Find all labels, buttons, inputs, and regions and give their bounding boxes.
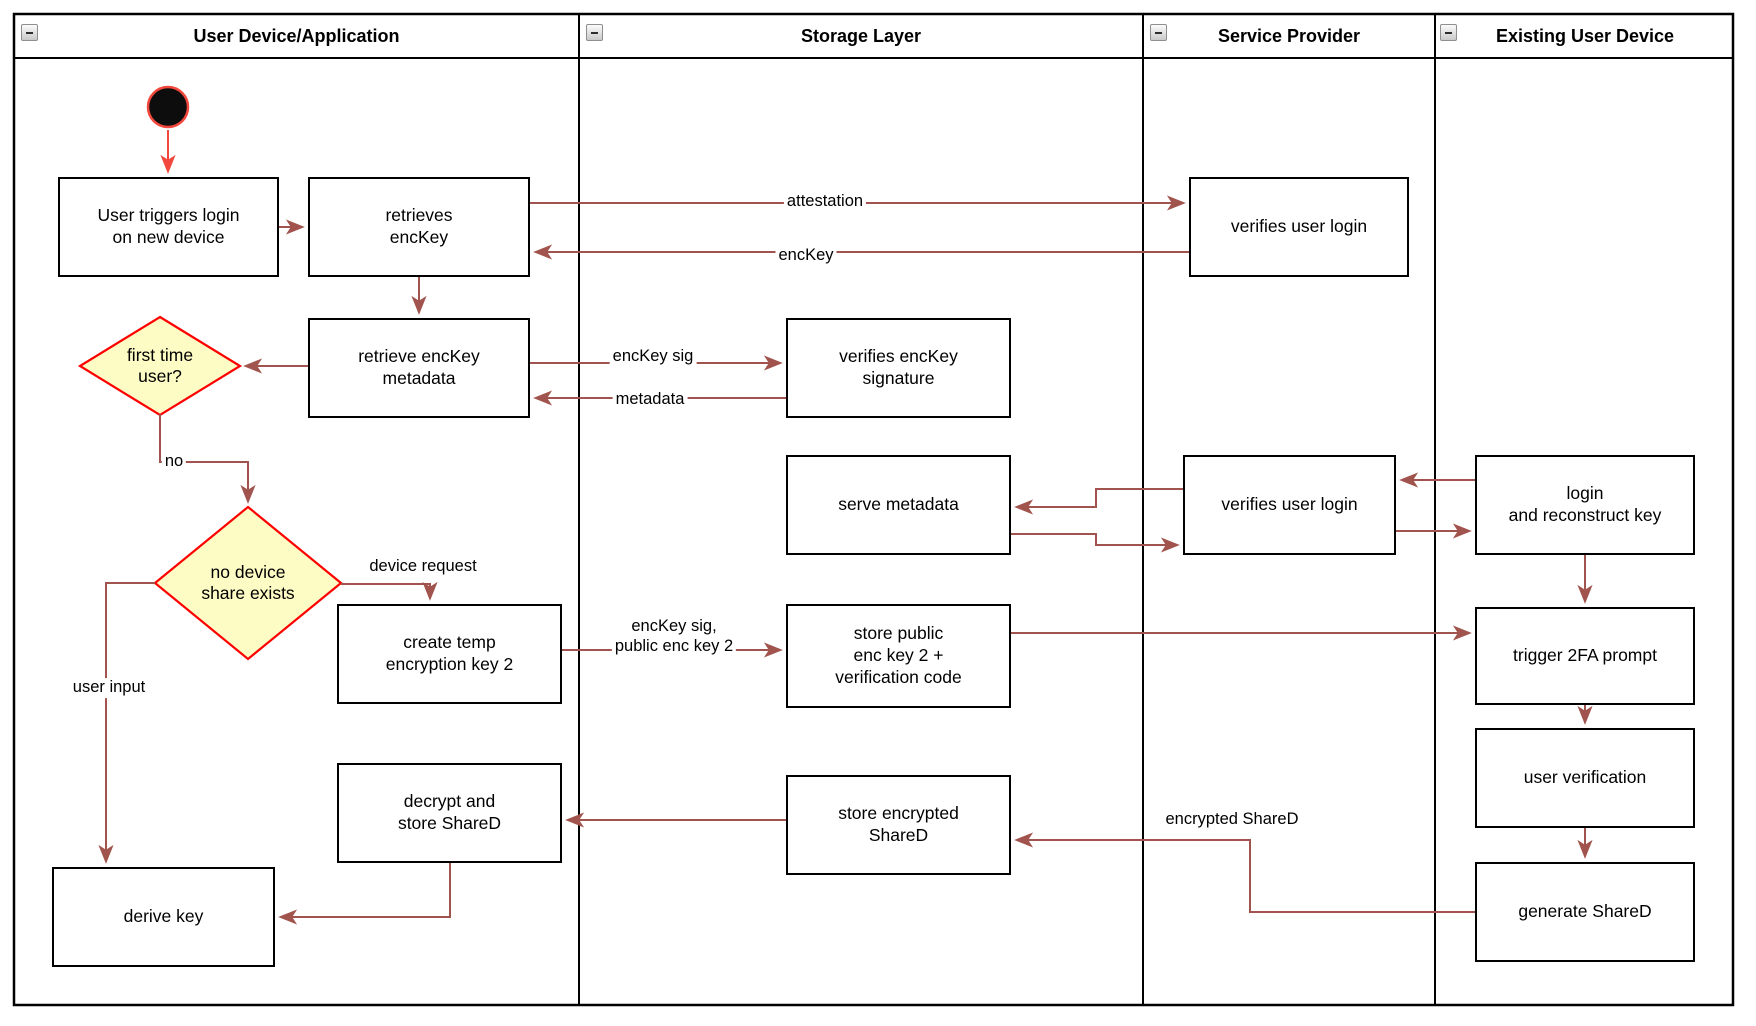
- lane-title-text: Existing User Device: [1495, 25, 1675, 46]
- lane-header-user-device: User Device/Application: [14, 14, 579, 58]
- edge-label-enckey: encKey: [775, 246, 837, 266]
- edge-device-request: [341, 581, 438, 601]
- node-verifies-user-login-2: verifies user login: [1183, 455, 1396, 555]
- edge-user-input: [98, 582, 155, 864]
- node-trigger-2fa: trigger 2FA prompt: [1475, 607, 1695, 705]
- lane-title-text: Service Provider: [1217, 25, 1361, 46]
- collapse-minus-icon[interactable]: [1440, 24, 1457, 41]
- lane-title-text: Storage Layer: [800, 25, 922, 46]
- node-derive-key: derive key: [52, 867, 275, 967]
- collapse-minus-icon[interactable]: [1150, 24, 1167, 41]
- decision-no-device-share: [153, 505, 343, 661]
- edge-verifies2-to-servemetadata: [1014, 488, 1183, 515]
- edge-label-enckey-sig-public: encKey sig, public enc key 2: [611, 617, 737, 657]
- edge-label-metadata: metadata: [612, 390, 688, 410]
- node-verifies-enckey-signature: verifies encKey signature: [786, 318, 1011, 418]
- collapse-minus-icon[interactable]: [21, 24, 38, 41]
- edge-label-device-request: device request: [366, 557, 480, 577]
- connectors: [98, 130, 1593, 925]
- edge-decrypt-to-derive: [278, 863, 451, 925]
- node-verifies-user-login-1: verifies user login: [1189, 177, 1409, 277]
- node-create-temp-key: create temp encryption key 2: [337, 604, 562, 704]
- node-user-triggers-login: User triggers login on new device: [58, 177, 279, 277]
- decision-first-time-user: [77, 315, 243, 417]
- start-node: [146, 85, 190, 129]
- edge-label-attestation: attestation: [783, 192, 867, 212]
- edge-label-encrypted-shared: encrypted ShareD: [1165, 810, 1299, 829]
- lane-header-storage-layer: Storage Layer: [579, 14, 1143, 58]
- edge-label-enckey-sig: encKey sig: [609, 347, 697, 367]
- edge-servemetadata-to-verifies2: [1011, 533, 1180, 553]
- node-retrieves-enckey: retrieves encKey: [308, 177, 530, 277]
- edge-no-branch: [159, 414, 256, 504]
- lane-header-service-provider: Service Provider: [1143, 14, 1435, 58]
- lane-title-text: User Device/Application: [193, 25, 400, 46]
- node-retrieve-enckey-metadata: retrieve encKey metadata: [308, 318, 530, 418]
- node-login-reconstruct-key: login and reconstruct key: [1475, 455, 1695, 555]
- node-serve-metadata: serve metadata: [786, 455, 1011, 555]
- node-store-public-key: store public enc key 2 + verification co…: [786, 604, 1011, 708]
- collapse-minus-icon[interactable]: [586, 24, 603, 41]
- node-generate-shared: generate ShareD: [1475, 862, 1695, 962]
- edge-encrypted-shared: [1014, 832, 1475, 913]
- edge-label-user-input: user input: [69, 678, 149, 698]
- lane-header-existing-device: Existing User Device: [1437, 14, 1733, 58]
- node-user-verification: user verification: [1475, 728, 1695, 828]
- node-store-encrypted-shared: store encrypted ShareD: [786, 775, 1011, 875]
- node-decrypt-store-shared: decrypt and store ShareD: [337, 763, 562, 863]
- edge-label-no: no: [161, 452, 187, 472]
